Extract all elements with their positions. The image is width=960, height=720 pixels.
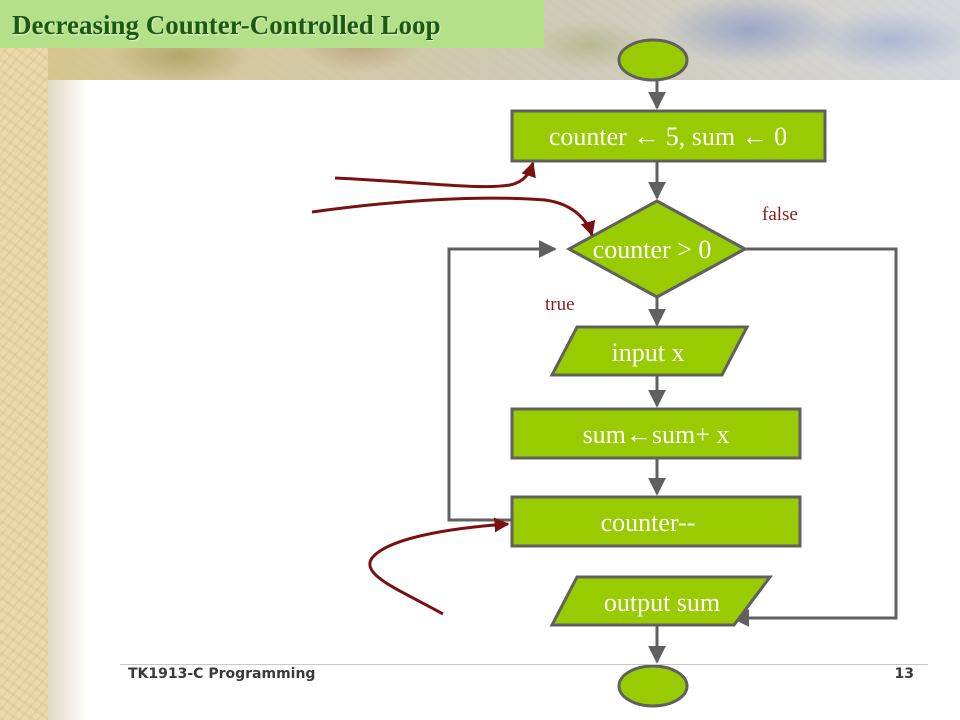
end-terminal [617,664,689,708]
accumulate-process-box [510,407,802,460]
connector-false-branch [731,247,898,627]
left-shadow [48,80,88,720]
condition-decision [565,199,749,299]
footer-course-name: TK1913-C Programming [128,666,316,682]
accumulate-label: sum←sum+ x [583,420,730,449]
init-process-box [510,109,827,163]
page-number: 13 [894,666,914,682]
annotation-arrow-to-init [334,161,536,189]
decrement-label: counter-- [601,508,696,537]
start-terminal [617,38,689,82]
title-box: Decreasing Counter-Controlled Loop [0,0,544,48]
condition-label: counter > 0 [593,235,712,264]
slide-title: Decreasing Counter-Controlled Loop [12,10,441,40]
input-io-shape [549,325,750,377]
false-label: false [762,204,798,225]
annotation-arrow-to-condition [311,196,596,237]
true-label: true [545,294,575,315]
output-label: output sum [604,588,720,617]
decrement-process-box [510,495,802,548]
footer-divider [120,664,928,665]
output-io-shape [549,575,773,627]
connector-loop-back [447,240,557,522]
init-process-label: counter ← 5, sum ← 0 [549,122,787,151]
left-texture-strip [0,0,48,720]
input-label: input x [612,338,685,367]
annotation-arrow-to-decrement [368,517,510,616]
